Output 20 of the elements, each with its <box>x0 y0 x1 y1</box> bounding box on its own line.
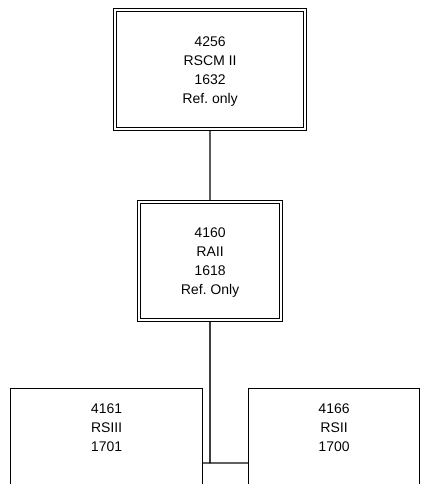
box-text: 1700 <box>318 437 350 456</box>
org-box <box>248 388 420 484</box>
box-text: 4160 <box>194 223 226 242</box>
box-text: RSII <box>320 418 348 437</box>
box-text: 1701 <box>90 437 122 456</box>
box-text: 1618 <box>194 261 226 280</box>
box-text: RAII <box>196 242 224 261</box>
org-box <box>137 200 283 322</box>
box-text: Ref. only <box>182 88 238 108</box>
connector-line <box>209 131 211 200</box>
box-text: 4166 <box>318 399 350 418</box>
box-text: 4161 <box>90 399 122 418</box>
org-box <box>10 388 203 484</box>
box-text: Ref. Only <box>180 280 240 299</box>
connector-line <box>209 322 248 464</box>
box-text: RSIII <box>90 418 122 437</box>
box-text: RSCM II <box>184 50 236 70</box>
box-text: 4256 <box>194 32 226 50</box>
org-box <box>113 8 307 131</box>
box-text: 1632 <box>194 70 226 88</box>
